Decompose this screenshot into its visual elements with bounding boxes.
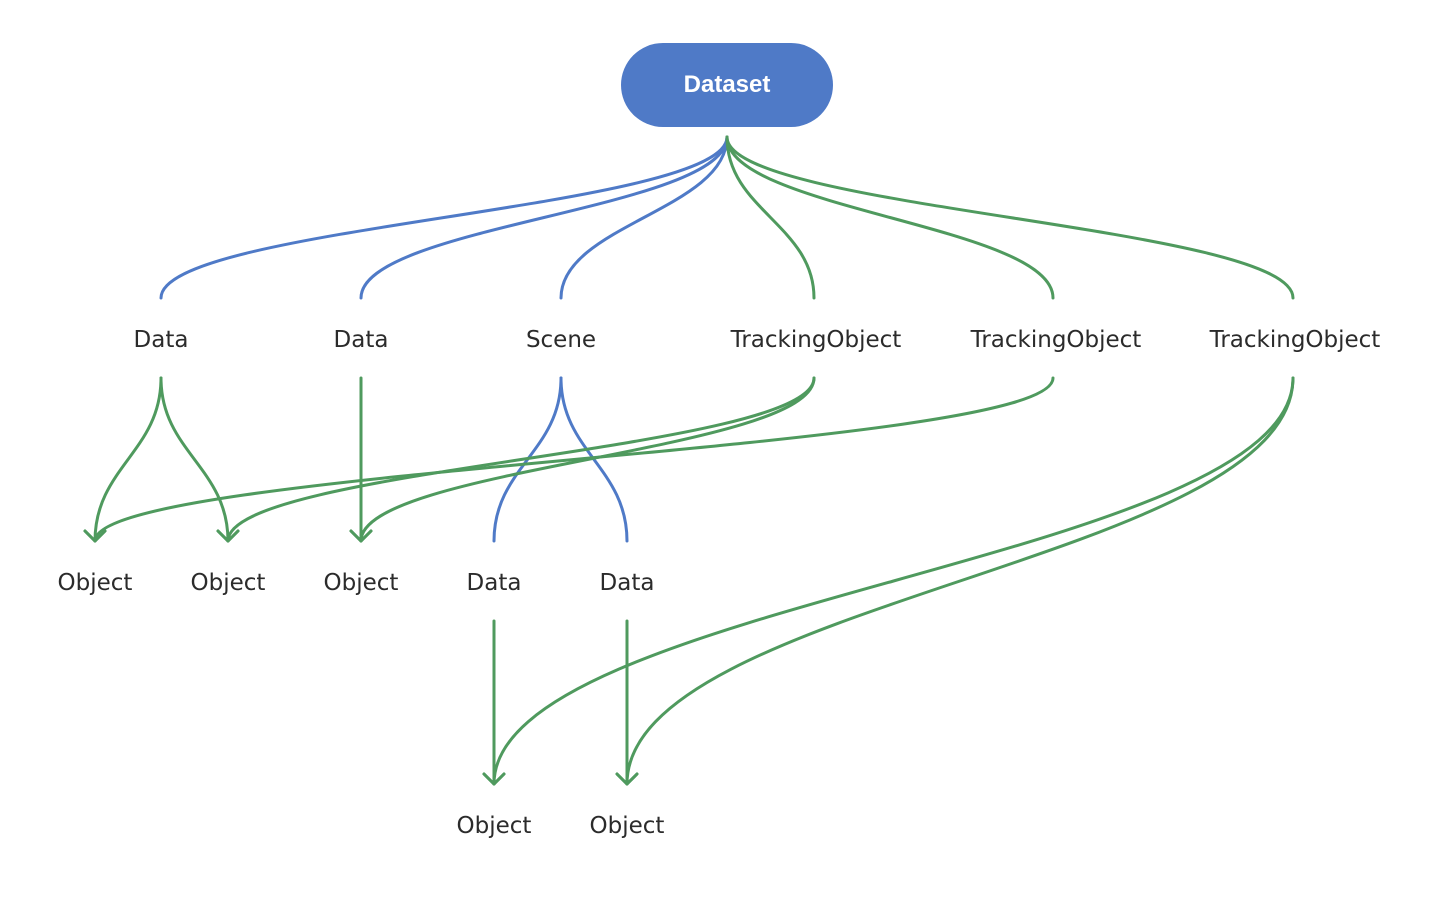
edge-level1-5-to-level3-1	[625, 376, 1295, 786]
edge-root-to-level1-1	[359, 135, 729, 300]
edge-root-to-level1-5	[725, 135, 1295, 300]
node-level1-trackingobject-1: TrackingObject	[730, 327, 902, 353]
node-level2-object-2: Object	[190, 570, 266, 596]
arrowhead-level3-1-17	[615, 772, 639, 786]
node-level1-scene: Scene	[525, 327, 597, 353]
root-node-label: Dataset	[683, 71, 771, 98]
edge-root-to-level1-4	[725, 135, 1055, 300]
edge-level1-5-to-level3-0	[492, 376, 1295, 786]
node-level1-data-2: Data	[333, 327, 389, 353]
arrowhead-level2-0-13	[83, 529, 107, 543]
node-level2-data-2: Data	[599, 570, 655, 596]
edge-level1-3-to-level2-1	[226, 376, 816, 543]
edge-root-to-level1-2	[559, 135, 729, 300]
node-level1-data-1: Data	[133, 327, 189, 353]
node-level1-trackingobject-2: TrackingObject	[970, 327, 1142, 353]
node-level3-object-1: Object	[456, 813, 532, 839]
edge-root-to-level1-0	[159, 135, 729, 300]
edge-level1-4-to-level2-0	[93, 376, 1055, 543]
arrowhead-level2-2-12	[349, 529, 373, 543]
edge-level1-0-to-level2-1	[159, 376, 230, 543]
edge-level1-0-to-level2-0	[93, 376, 163, 543]
node-level2-object-1: Object	[57, 570, 133, 596]
node-level2-data-1: Data	[466, 570, 522, 596]
edge-root-to-level1-3	[725, 135, 816, 300]
arrowhead-level2-1-11	[216, 529, 240, 543]
node-level3-object-2: Object	[589, 813, 665, 839]
root-node-dataset: Dataset	[621, 43, 833, 127]
node-level2-object-3: Object	[323, 570, 399, 596]
arrowhead-level3-0-16	[482, 772, 506, 786]
node-level1-trackingobject-3: TrackingObject	[1209, 327, 1381, 353]
